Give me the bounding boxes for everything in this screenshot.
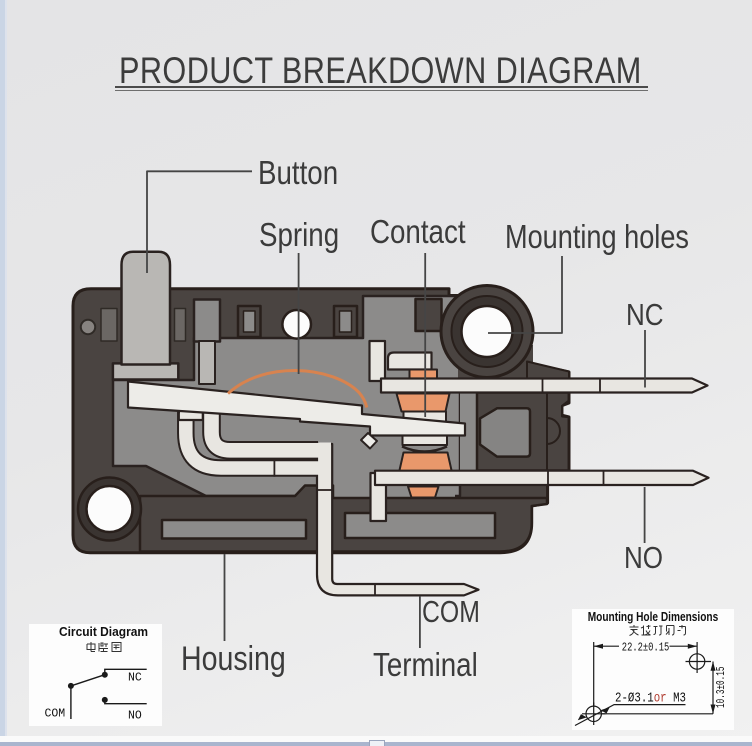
svg-text:2-Ø3.1or M3: 2-Ø3.1or M3 [615, 691, 686, 706]
svg-text:22.2±0.15: 22.2±0.15 [621, 640, 669, 654]
svg-text:NO: NO [128, 709, 142, 722]
svg-text:10.3±0.15: 10.3±0.15 [714, 666, 728, 708]
svg-text:NC: NC [128, 671, 142, 684]
svg-text:COM: COM [45, 707, 66, 720]
